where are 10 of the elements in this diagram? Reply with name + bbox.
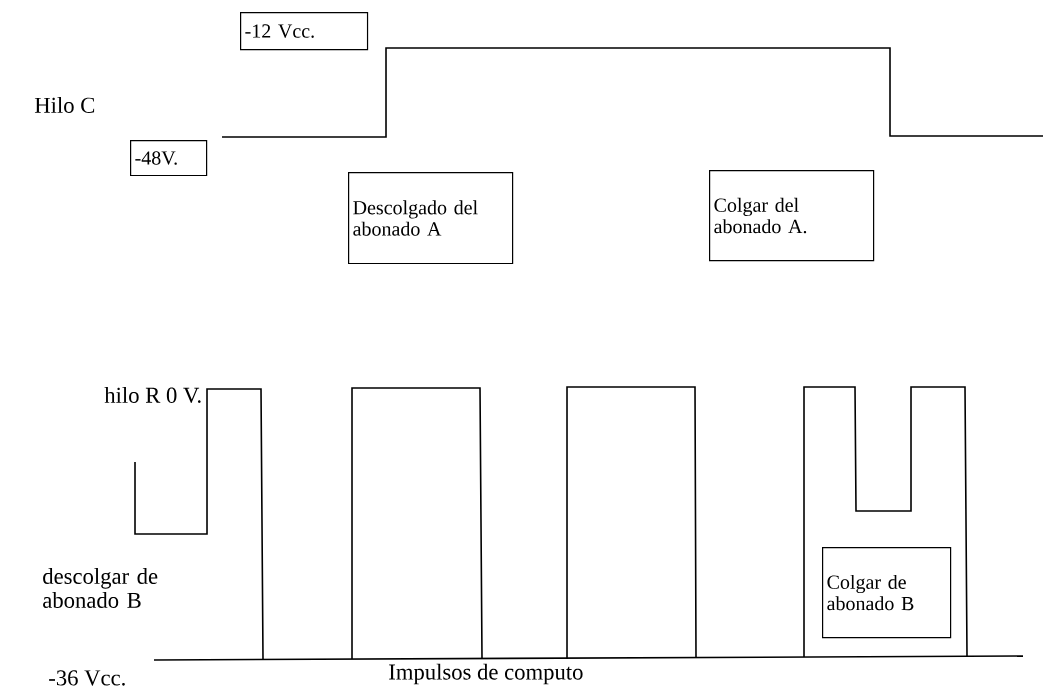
axis-label: Hilo C <box>34 97 95 113</box>
label-box: Colgar de abonado B <box>822 547 952 639</box>
label-box: -48V. <box>130 140 208 177</box>
label-box: Descolgado del abonado A <box>348 172 514 265</box>
axis-label: Impulsos de computo <box>389 663 583 685</box>
label-box: -12 Vcc. <box>240 12 369 51</box>
axis-label: descolgar de abonado B <box>43 568 158 608</box>
label-box: Colgar del abonado A. <box>709 170 875 262</box>
axis-label: -36 Vcc. <box>49 670 125 686</box>
axis-label: hilo R 0 V. <box>104 386 201 403</box>
